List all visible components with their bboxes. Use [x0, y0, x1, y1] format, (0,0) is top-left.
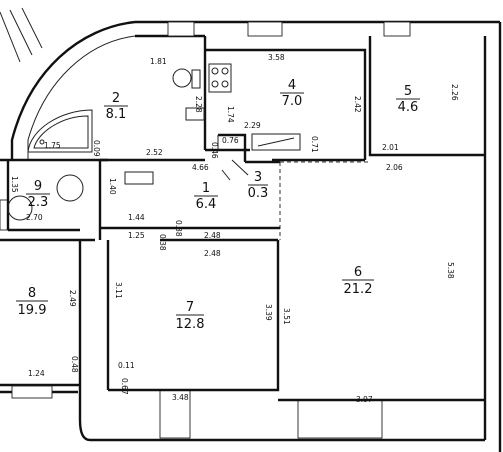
- room-2-area: 8.1: [106, 107, 127, 122]
- dim-label: 1.74: [226, 106, 235, 123]
- room-labels: 1 6.4 2 8.1 3 0.3 4 7.0 5 4.6 6 21.2 7 1…: [16, 78, 420, 332]
- dim-label: 2.48: [204, 249, 221, 258]
- dim-label: 0.38: [174, 220, 183, 237]
- room-4-area: 7.0: [282, 94, 303, 109]
- interior-walls: [6, 36, 485, 402]
- room-1-number: 1: [202, 181, 210, 196]
- dim-label: 2.28: [194, 96, 203, 113]
- dim-label: 0.67: [120, 378, 129, 395]
- windows: [0, 21, 411, 439]
- dim-label: 1.81: [150, 57, 167, 66]
- dim-label: 3.97: [356, 395, 373, 404]
- dim-label: 2.42: [353, 96, 362, 113]
- room-5-number: 5: [404, 84, 412, 99]
- dim-label: 0.48: [70, 356, 79, 373]
- curved-outer-wall: [0, 7, 136, 160]
- dim-label: 2.29: [244, 121, 261, 130]
- room-3-number: 3: [254, 170, 262, 185]
- dim-label: 4.66: [192, 163, 209, 172]
- dim-label: 3.39: [264, 304, 273, 321]
- dim-label: 0.11: [118, 361, 135, 370]
- dim-label: 0.46: [210, 142, 219, 159]
- dim-label: 2.06: [386, 163, 403, 172]
- sink: [185, 107, 205, 121]
- dim-label: 3.48: [172, 393, 189, 402]
- dim-label: 2.70: [26, 213, 43, 222]
- room-3-area: 0.3: [248, 186, 269, 201]
- dim-label: 2.26: [450, 84, 459, 101]
- dim-label: 2.01: [382, 143, 399, 152]
- dim-label: 0.76: [222, 136, 239, 145]
- dim-label: 3.11: [114, 282, 123, 299]
- dim-label: 0.71: [310, 136, 319, 153]
- toilet: [172, 68, 192, 88]
- dim-label: 0.09: [92, 140, 101, 157]
- dimension-labels: 1.81 3.58 2.42 2.26 2.28 1.74 2.29 0.71 …: [10, 53, 459, 404]
- room-6-area: 21.2: [344, 282, 373, 297]
- dim-label: 1.35: [10, 176, 19, 193]
- room-1-area: 6.4: [196, 197, 217, 212]
- dim-label: 1.24: [28, 369, 45, 378]
- dim-label: 0.38: [158, 234, 167, 251]
- room-2-number: 2: [112, 91, 120, 106]
- dim-label: 1.44: [128, 213, 145, 222]
- fixtures: [7, 63, 301, 221]
- bathtub: [27, 109, 93, 153]
- dim-label: 2.52: [146, 148, 163, 157]
- dim-label: 3.51: [282, 308, 291, 325]
- room-9-area: 2.3: [28, 195, 49, 210]
- dim-label: 5.38: [446, 262, 455, 279]
- dim-label: 1.75: [44, 141, 61, 150]
- dim-label: 3.58: [268, 53, 285, 62]
- room-7-number: 7: [186, 300, 194, 315]
- room-6-number: 6: [354, 265, 362, 280]
- stove: [208, 63, 232, 93]
- room-7-area: 12.8: [176, 317, 205, 332]
- dim-label: 2.48: [204, 231, 221, 240]
- room-9-number: 9: [34, 179, 42, 194]
- room-8-area: 19.9: [18, 303, 47, 318]
- dim-label: 1.25: [128, 231, 145, 240]
- room-8-number: 8: [28, 286, 36, 301]
- kitchen-counter: [251, 133, 301, 151]
- dim-label: 1.40: [108, 178, 117, 195]
- dim-label: 2.49: [68, 290, 77, 307]
- outer-walls: [0, 20, 502, 452]
- room-4-number: 4: [288, 78, 296, 93]
- room-5-area: 4.6: [398, 100, 419, 115]
